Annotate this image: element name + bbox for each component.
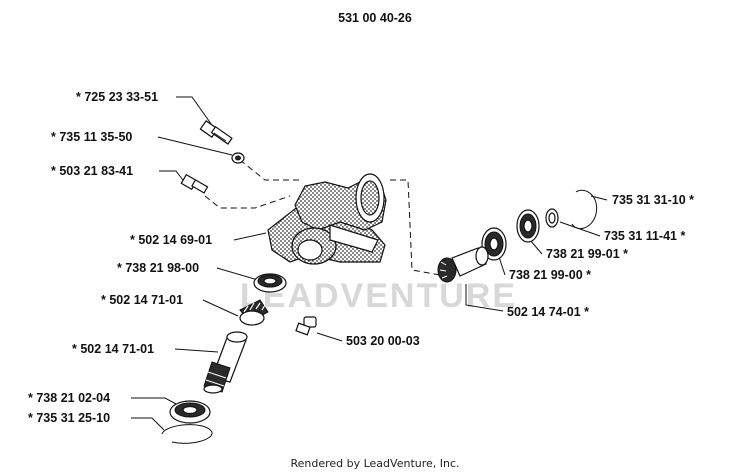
bearing-738-21-02-04 <box>169 400 211 424</box>
circlip-735-31-25-10 <box>161 424 213 444</box>
circlip-735-31-31-10 <box>571 189 598 230</box>
part-label-725-23-33-51: * 725 23 33-51 <box>76 90 158 104</box>
part-label-502-14-69-01: * 502 14 69-01 <box>130 233 212 247</box>
part-label-735-11-35-50: * 735 11 35-50 <box>51 130 132 144</box>
part-label-735-31-25-10: * 735 31 25-10 <box>28 411 110 425</box>
bolt-725-23-33-51 <box>199 120 233 145</box>
shaft-502-14-71-01 <box>203 331 248 394</box>
part-labels: * 725 23 33-51 * 735 11 35-50 * 503 21 8… <box>28 90 694 425</box>
part-label-502-14-71-01-shaft: * 502 14 71-01 <box>72 342 154 356</box>
part-label-738-21-99-00: 738 21 99-00 * <box>509 268 591 282</box>
washer-735-11-35-50 <box>231 152 245 164</box>
part-label-502-14-71-01-gear: * 502 14 71-01 <box>101 293 183 307</box>
part-label-503-20-00-03: 503 20 00-03 <box>346 334 420 348</box>
footer-credit: Rendered by LeadVenture, Inc. <box>290 457 459 470</box>
leader-lines <box>131 96 608 431</box>
screw-503-20-00-03 <box>295 316 317 336</box>
gear-housing-502-14-69-01 <box>267 173 387 265</box>
pinion-shaft-502-14-74-01 <box>437 246 489 283</box>
bearing-738-21-98-00 <box>253 273 287 293</box>
washer-735-31-11-41 <box>545 208 559 228</box>
screw-503-21-83-41 <box>180 173 209 194</box>
part-label-738-21-98-00: * 738 21 98-00 <box>117 261 199 275</box>
bearing-738-21-99-01 <box>516 209 540 243</box>
bevel-gear-502-14-71-01 <box>239 299 269 326</box>
part-label-738-21-02-04: * 738 21 02-04 <box>28 391 110 405</box>
part-label-735-31-11-41: 735 31 11-41 * <box>604 229 685 243</box>
part-label-735-31-31-10: 735 31 31-10 * <box>612 193 694 207</box>
part-label-503-21-83-41: * 503 21 83-41 <box>51 164 133 178</box>
part-label-738-21-99-01: 738 21 99-01 * <box>546 247 628 261</box>
diagram-title: 531 00 40-26 <box>338 11 412 25</box>
part-label-502-14-74-01: 502 14 74-01 * <box>507 305 589 319</box>
